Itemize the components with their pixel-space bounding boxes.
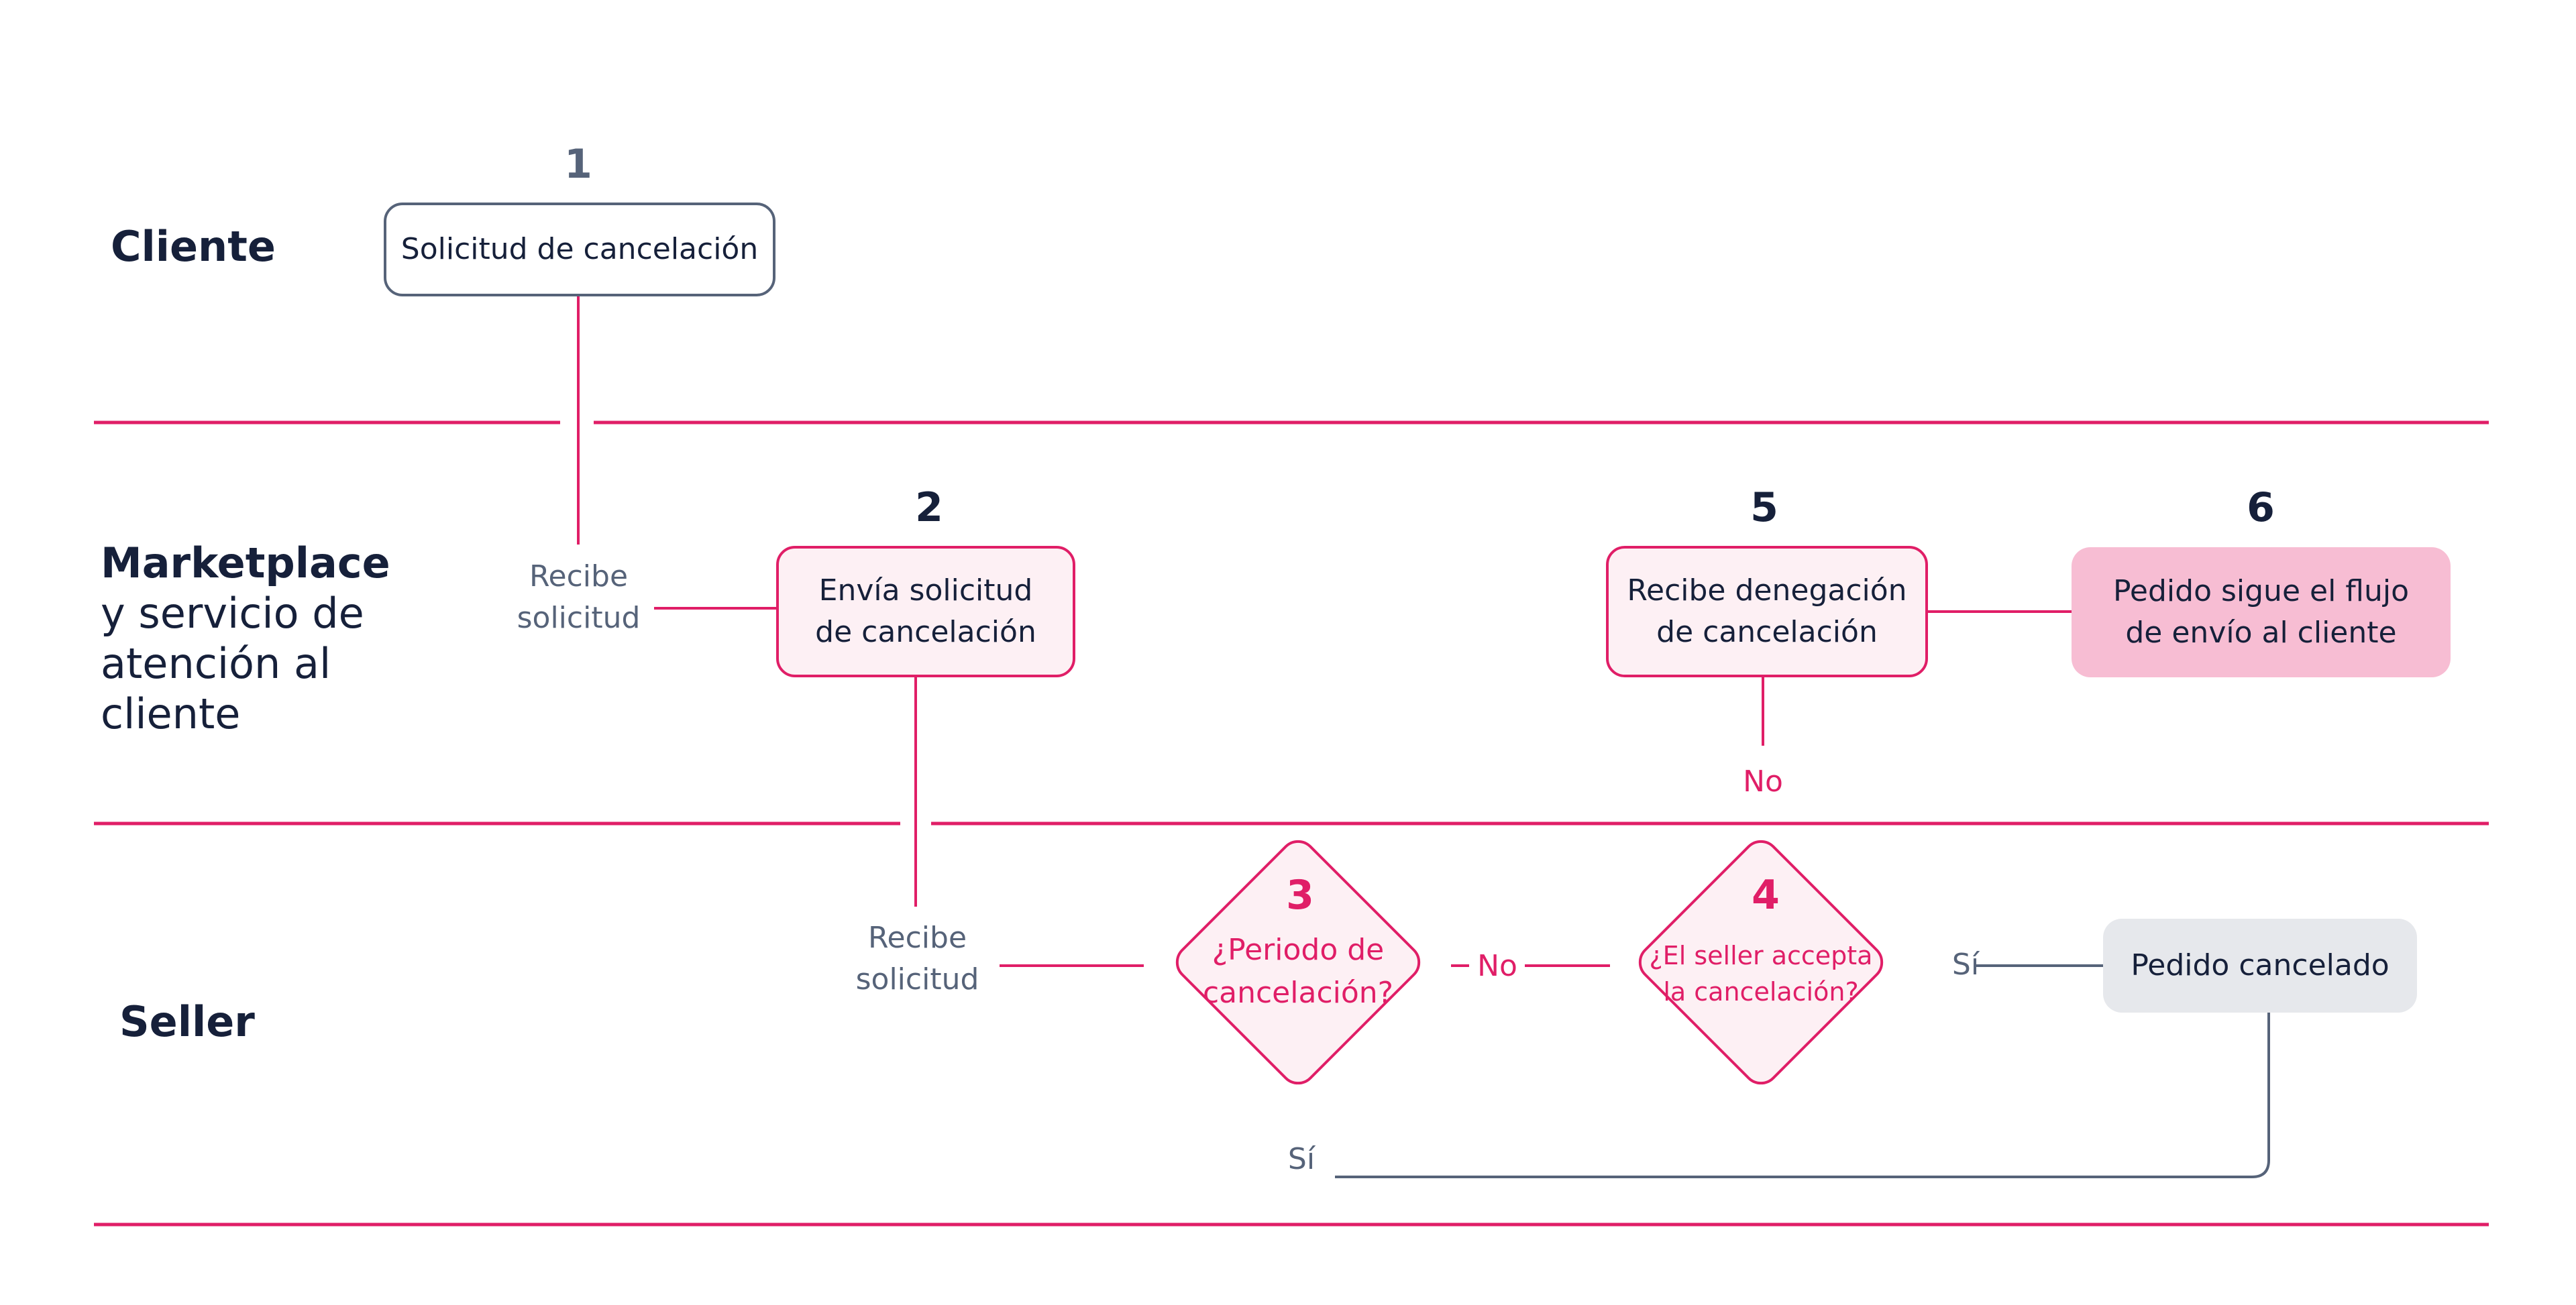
- lane-label-seller: Seller: [119, 997, 255, 1047]
- edge-label-yes-3: Sí: [1287, 1142, 1316, 1176]
- step-5-text-line-2: de cancelación: [1656, 615, 1878, 649]
- step-number-3: 3: [1286, 872, 1314, 919]
- step-5-text-line-1: Recibe denegación: [1627, 573, 1907, 608]
- edge-label-yes-4: Sí: [1951, 948, 1980, 982]
- edge-cancelled-to-3-yes: [1335, 1013, 2270, 1178]
- edge-label-receive-seller: Recibe solicitud: [835, 917, 1000, 1001]
- decision-diamond-3: [1175, 840, 1421, 1085]
- cancelled-box: Pedido cancelado: [2103, 919, 2417, 1013]
- step-6-text-line-1: Pedido sigue el flujo: [2112, 574, 2410, 608]
- step-number-5: 5: [1750, 484, 1778, 531]
- step-1-box: Solicitud de cancelación: [384, 203, 775, 296]
- lane-subtitle-line-1: y servicio de: [101, 589, 364, 638]
- step-2-box: Envía solicitud de cancelación: [776, 546, 1075, 677]
- lane-subtitle-line-2: atención al: [101, 639, 331, 688]
- receive-marketplace-line-1: Recibe: [529, 559, 629, 593]
- step-number-4: 4: [1752, 872, 1780, 919]
- step-3-text-line-1: ¿Periodo de: [1212, 933, 1385, 967]
- step-6-text-line-2: de envío al cliente: [2125, 616, 2397, 650]
- step-1-text: Solicitud de cancelación: [400, 232, 759, 266]
- lane-subtitle-line-3: cliente: [101, 689, 241, 738]
- lane-title-seller: Seller: [119, 997, 255, 1046]
- cancelled-text: Pedido cancelado: [2131, 948, 2390, 982]
- decision-diamond-4: [1638, 840, 1884, 1085]
- step-2-text-line-2: de cancelación: [815, 615, 1036, 649]
- edge-label-no-3: No: [1477, 949, 1517, 983]
- step-2-text-line-1: Envía solicitud: [818, 573, 1033, 608]
- lane-label-marketplace: Marketplace y servicio de atención al cl…: [101, 538, 390, 739]
- step-5-box: Recibe denegación de cancelación: [1606, 546, 1928, 677]
- step-4-question: ¿El seller accepta la cancelación?: [1627, 938, 1895, 1010]
- step-3-text-line-2: cancelación?: [1202, 976, 1394, 1010]
- receive-marketplace-line-2: solicitud: [517, 601, 641, 635]
- step-3-question: ¿Periodo de cancelación?: [1171, 929, 1426, 1015]
- edge-label-receive-marketplace: Recibe solicitud: [496, 556, 661, 639]
- edge-label-no-4: No: [1743, 764, 1783, 799]
- step-number-1: 1: [564, 141, 592, 188]
- step-4-text-line-2: la cancelación?: [1663, 977, 1859, 1007]
- receive-seller-line-2: solicitud: [855, 962, 979, 997]
- step-6-box: Pedido sigue el flujo de envío al client…: [2072, 547, 2451, 677]
- step-number-2: 2: [915, 484, 943, 531]
- receive-seller-line-1: Recibe: [867, 921, 967, 955]
- step-number-6: 6: [2247, 484, 2275, 531]
- lane-title-marketplace: Marketplace: [101, 538, 390, 587]
- lane-title-cliente: Cliente: [111, 222, 276, 271]
- step-4-text-line-1: ¿El seller accepta: [1649, 941, 1873, 970]
- lane-label-cliente: Cliente: [111, 221, 276, 272]
